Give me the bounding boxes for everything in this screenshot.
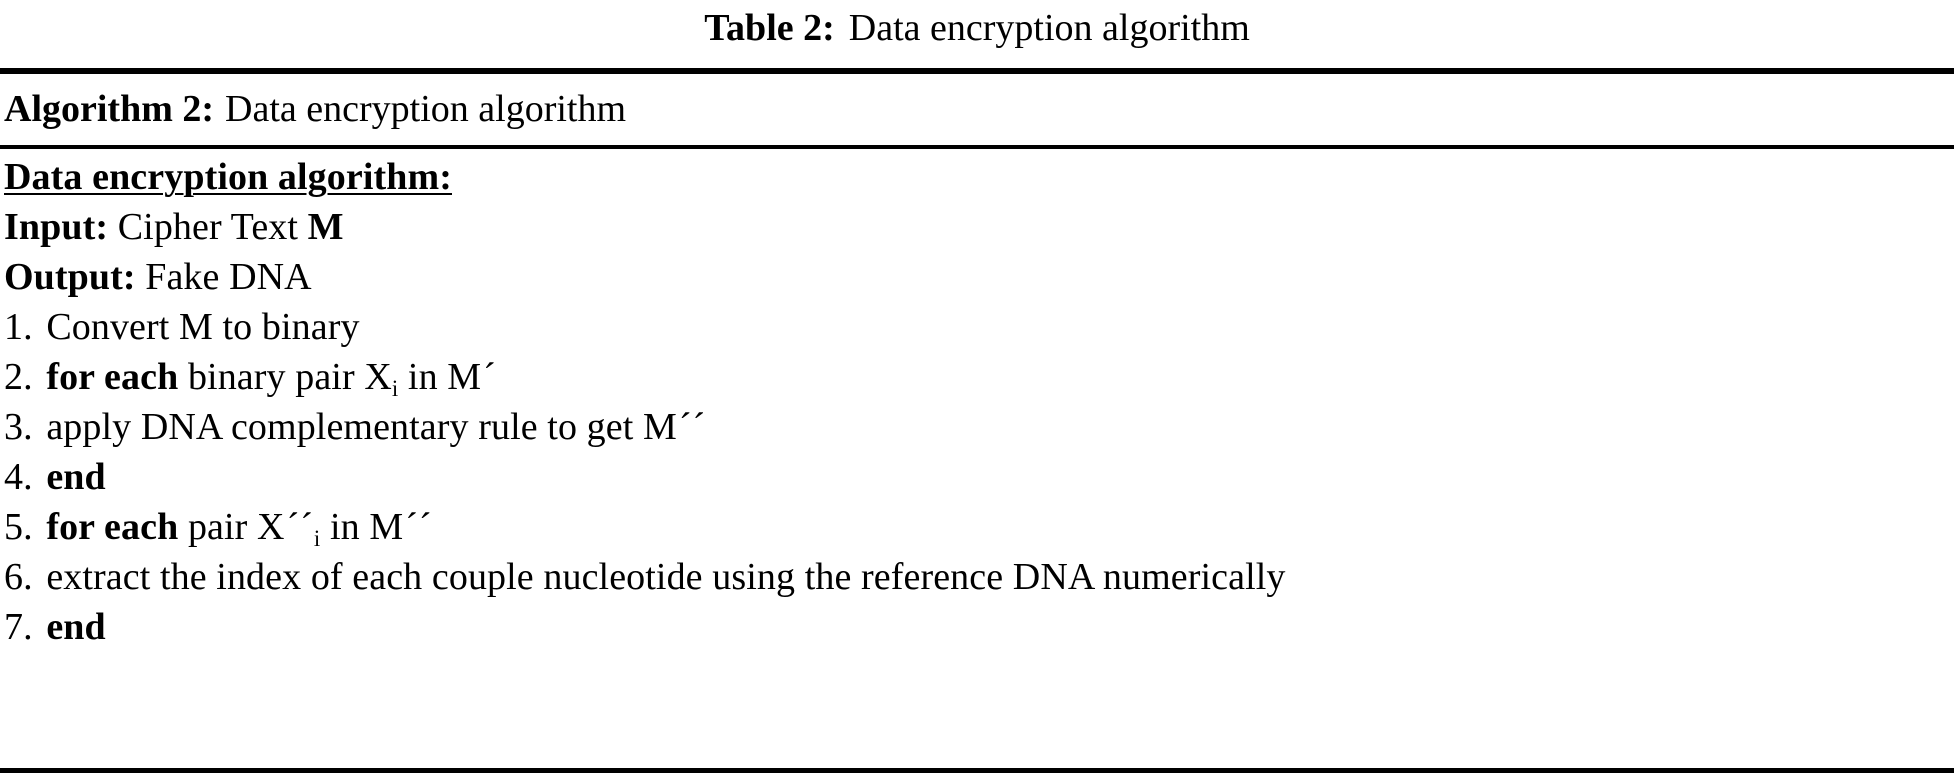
step-tail-word: in [329,506,360,548]
step-keyword: for each [46,356,179,398]
algorithm-step: 4. end [4,452,1950,502]
step-number: 6. [4,556,33,598]
step-text: extract the index of each couple nucleot… [46,556,1286,598]
step-variable-base: X [257,506,285,548]
step-keyword: end [46,456,106,498]
algorithm-step: 3. apply DNA complementary rule to get M… [4,402,1950,452]
step-number: 4. [4,456,33,498]
table-caption: Table 2: Data encryption algorithm [0,0,1954,56]
output-label: Output: [4,256,136,298]
step-text: apply DNA complementary rule to get [46,406,634,448]
step-variable: X´´i [257,506,321,551]
algorithm-body-title-line: Data encryption algorithm: [4,152,1950,202]
step-tail-prime: ´´ [678,406,707,448]
step-tail-target-base: M [643,406,677,448]
step-number: 3. [4,406,33,448]
algorithm-step: 2. for each binary pair Xi in M´ [4,352,1950,402]
step-variable-subscript: i [313,525,321,551]
output-text: Fake DNA [145,256,312,298]
step-number: 7. [4,606,33,648]
input-text: Cipher Text [117,206,299,248]
algorithm-step: 5. for each pair X´´i in M´´ [4,502,1950,552]
step-tail-target-base: M [369,506,404,548]
algorithm-step: 7. end [4,602,1950,652]
table-caption-text: Data encryption algorithm [848,7,1250,49]
step-variable-subscript: i [391,375,399,401]
table-top-rule [0,68,1954,74]
step-number: 2. [4,356,33,398]
step-tail-prime: ´´ [405,506,433,548]
algorithm-header-row: Algorithm 2: Data encryption algorithm [4,74,626,144]
step-tail-target: M´ [447,356,497,398]
step-variable-prime: ´´ [286,506,314,548]
step-tail-target: M´´ [369,506,432,548]
algorithm-output-line: Output: Fake DNA [4,252,1950,302]
table-bottom-rule [0,768,1954,773]
algorithm-step: 1. Convert M to binary [4,302,1950,352]
step-tail-word: in [407,356,438,398]
algorithm-header-label: Algorithm 2: [4,88,215,130]
step-keyword: for each [46,506,179,548]
step-tail-target-base: M [447,356,482,398]
step-text: Convert M to binary [46,306,360,348]
step-text: pair [187,506,248,548]
step-number: 5. [4,506,33,548]
algorithm-step: 6. extract the index of each couple nucl… [4,552,1950,602]
algorithm-body: Data encryption algorithm: Input: Cipher… [4,152,1950,652]
step-text: binary pair [187,356,355,398]
step-number: 1. [4,306,33,348]
algorithm-input-line: Input: Cipher Text M [4,202,1950,252]
table-header-rule [0,145,1954,149]
table-caption-label: Table 2: [704,7,835,49]
input-symbol: M [307,206,344,248]
step-variable: Xi [364,356,399,401]
input-label: Input: [4,206,109,248]
algorithm-header-text: Data encryption algorithm [225,88,627,130]
step-tail-prime: ´ [483,356,497,398]
algorithm-body-title: Data encryption algorithm: [4,156,452,198]
step-keyword: end [46,606,106,648]
step-variable-base: X [364,356,392,398]
step-tail-target: M´´ [643,406,706,448]
